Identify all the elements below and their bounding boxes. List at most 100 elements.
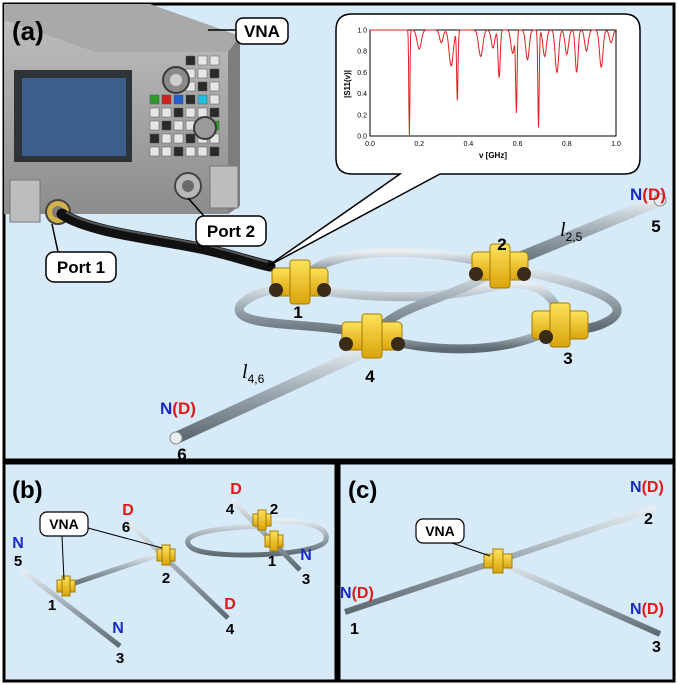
port1-label: Port 1 [57,258,105,277]
vna-key [185,94,196,105]
vna-key [209,81,220,92]
vna-key [173,94,184,105]
inset-ytick: 0.0 [357,134,367,141]
vna-key [197,55,208,66]
inset-xtick: 0.0 [365,141,375,148]
b-node-6: 6 [122,519,130,536]
b-right-end-3-n: N [300,547,312,564]
connector-c-icon [483,548,513,574]
vna-foot-right [209,165,239,209]
b-right-node-2: 2 [270,501,278,518]
b-node-2: 2 [162,570,170,587]
port2-center [182,180,194,192]
connector-b-right-1-icon [264,530,284,552]
vna-knob-2-icon [193,116,217,140]
end-cap-5 [653,193,667,207]
c-node-2: 2 [644,511,653,528]
b-end-6-d: D [122,502,134,519]
panel-c-frame [337,461,676,683]
node-label-1: 1 [293,303,302,322]
vna-key [161,146,172,157]
connector-3-icon [531,302,589,348]
vna-key [173,120,184,131]
vna-key [161,133,172,144]
connectors-a [269,243,589,359]
vna-key [185,107,196,118]
connector-b-1-icon [56,575,76,597]
inset-xtick: 0.8 [562,141,572,148]
node-label-3: 3 [563,349,572,368]
b-node-1: 1 [48,597,56,614]
panel-a-label: (a) [12,16,44,46]
vna-key [209,146,220,157]
panel-a: VNA Port 1 Port 2 [2,2,676,464]
c-vna-label: VNA [425,523,455,539]
node-label-4: 4 [365,367,375,386]
b-node-5: 5 [14,553,22,570]
connector-1-icon [269,259,331,305]
vna-device [4,4,240,225]
vna-key [197,146,208,157]
vna-key [161,120,172,131]
inset-xtick: 0.4 [464,141,474,148]
vna-key [149,133,160,144]
vna-key [209,55,220,66]
inset-xtick: 0.2 [414,141,424,148]
vna-cable-highlight [65,211,269,263]
bond-b-5-3 [20,568,122,648]
inset-xtick: 1.0 [611,141,621,148]
b-right-end-4-d: D [230,481,242,498]
b-end-4-d: D [224,596,236,613]
s11-trace [370,29,617,137]
c-node-3: 3 [652,639,661,656]
vna-key [209,94,220,105]
connector-4-icon [339,313,405,359]
vna-knob-center [170,74,182,86]
inset-ytick: 0.8 [357,49,367,56]
panel-c-label: (c) [348,477,377,504]
bond-1-3 [299,279,565,326]
node-label-5: 5 [651,217,660,236]
vna-label-box [235,17,289,45]
end-label-6: N(D) [160,399,196,418]
b-node-4: 4 [226,621,235,638]
bond-b-6-4 [126,520,230,620]
c-end-1: N(D) [340,585,374,602]
vna-top [4,4,240,52]
vna-key [173,146,184,157]
vna-label: VNA [244,22,280,41]
inset-xtick: 0.6 [513,141,523,148]
connector-2-icon [469,243,531,289]
bond-b-1-2 [65,550,165,589]
inset-xlabel: ν [GHz] [479,151,507,160]
b-right-node-1: 1 [268,553,276,570]
inset-ytick: 0.2 [357,112,367,119]
port2-box [195,215,267,247]
vna-key [185,133,196,144]
vna-key [197,107,208,118]
vna-key [173,133,184,144]
panel-c: (c) VNA N(D) N(D) N(D) 1 2 3 [337,461,676,683]
bond-length-label-25: l2,5 [560,219,583,244]
b-vna-label: VNA [49,516,79,532]
vna-key [185,55,196,66]
graph-b-left: 1 2 3 4 5 6 N N D D VNA [12,502,236,667]
inset-ylabel: |S11(ν)| [343,70,352,98]
end-label-5: N(D) [630,185,666,204]
panel-b-frame [2,461,338,683]
node-label-6: 6 [177,445,186,464]
vna-cable [56,208,276,272]
b-right-node-3: 3 [302,571,310,588]
c-node-1: 1 [350,621,359,638]
vna-callout: VNA [208,17,289,45]
panel-b-label: (b) [12,477,43,504]
c-vna-box [415,518,465,544]
vna-key [161,94,172,105]
vna-key [149,94,160,105]
b-vna-box [39,511,89,537]
bond-length-label-46: l4,6 [242,361,265,386]
vna-key [197,81,208,92]
vna-key [209,107,220,118]
